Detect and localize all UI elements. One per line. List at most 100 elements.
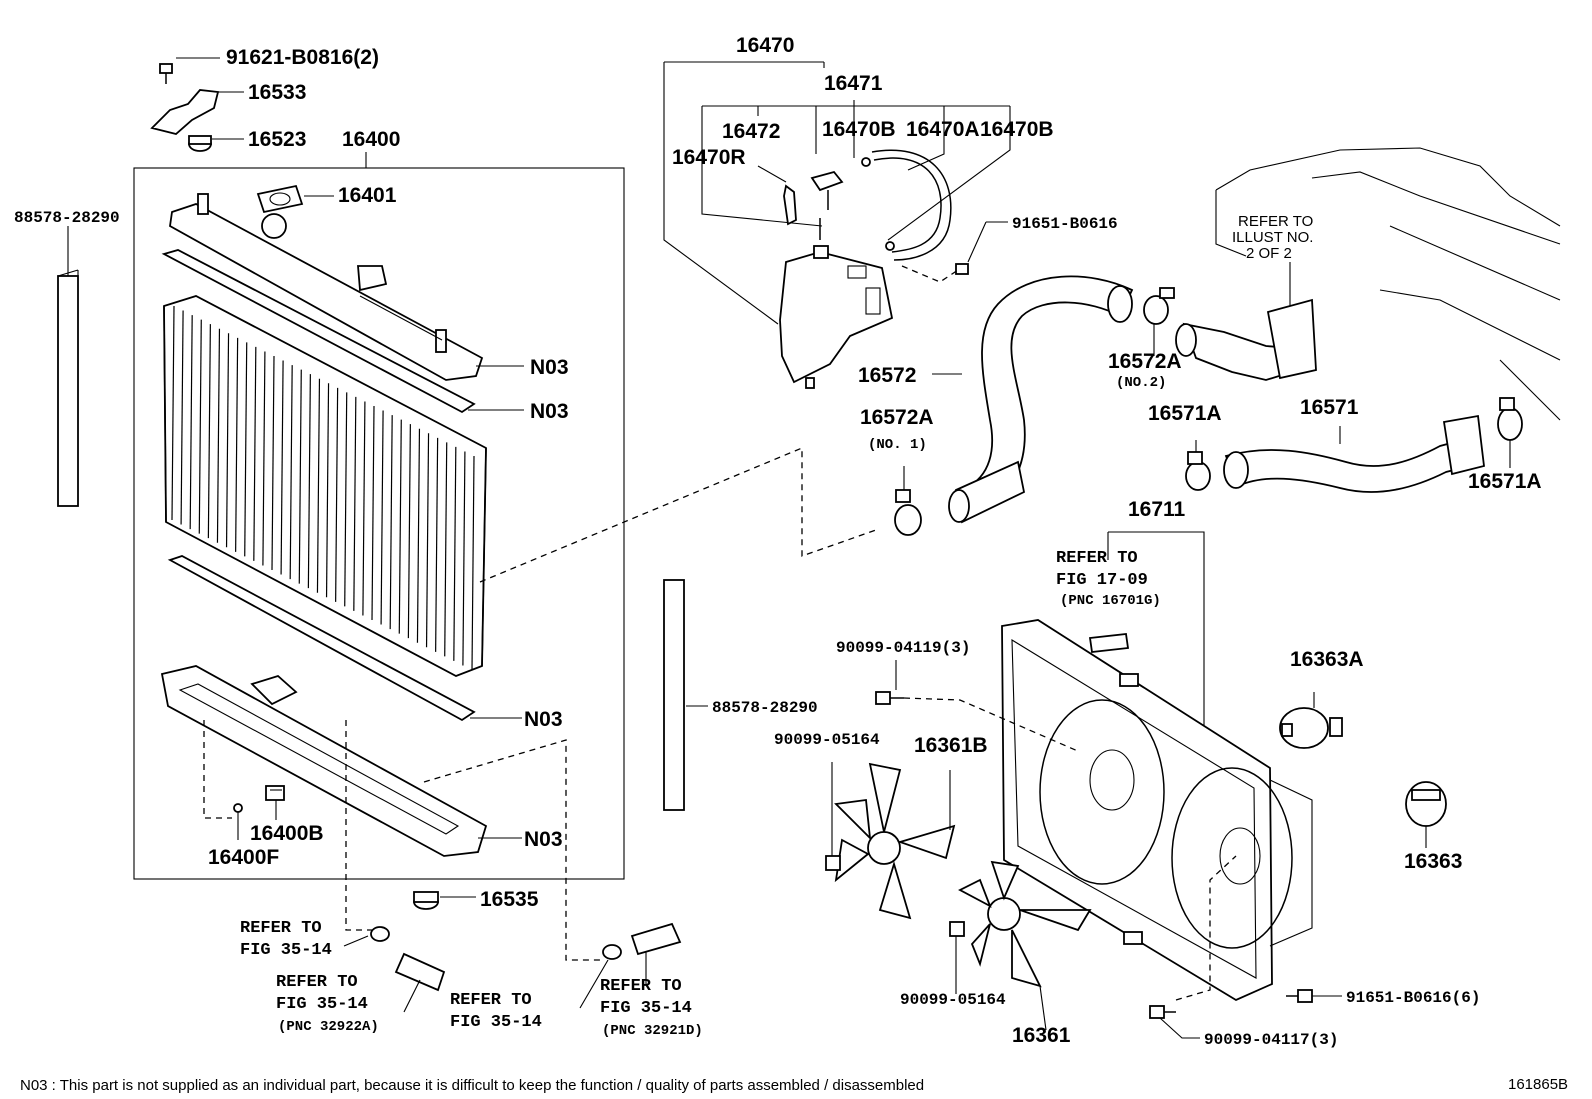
radiator-fin <box>453 446 457 661</box>
clip-16572A-no1 <box>894 489 922 536</box>
label-16535: 16535 <box>480 888 539 911</box>
cushion-16523 <box>188 135 212 152</box>
note-no2: (NO.2) <box>1116 375 1166 391</box>
label-16401: 16401 <box>338 184 397 207</box>
radiator-group-box <box>133 167 625 880</box>
radiator-fin <box>371 405 375 621</box>
lower-hose-left <box>394 952 446 992</box>
label-n03-3: N03 <box>524 708 563 731</box>
seal-strip-right <box>663 579 685 811</box>
lower-hose-right <box>630 922 682 956</box>
radiator-fin <box>235 337 239 552</box>
label-n03-2: N03 <box>530 400 569 423</box>
ref-fig1709-2: FIG 17-09 <box>1056 571 1148 590</box>
radiator-fin <box>262 351 266 566</box>
note-no1: (NO. 1) <box>868 437 927 453</box>
label-n03-1: N03 <box>530 356 569 379</box>
label-16472: 16472 <box>722 120 780 143</box>
radiator-fin <box>198 319 202 534</box>
label-88578-left: 88578-28290 <box>14 209 120 227</box>
fan-blade-16361 <box>958 860 1092 988</box>
seal-strip-left <box>57 275 79 507</box>
radiator-fin <box>425 433 430 648</box>
lower-hose-16571 <box>1224 436 1480 493</box>
radiator-fin <box>189 315 193 530</box>
bolt-91651-top <box>955 263 969 275</box>
label-90099-05164-top: 90099-05164 <box>774 731 880 749</box>
hose-16470A <box>873 157 942 253</box>
radiator-fin <box>380 410 384 625</box>
ref-illust-2: ILLUST NO. <box>1232 229 1313 246</box>
ref-fig3514b-1: REFER TO <box>276 973 358 992</box>
cap-gasket-16401 <box>256 184 304 214</box>
label-n03-4: N03 <box>524 828 563 851</box>
label-16571A-left: 16571A <box>1148 402 1222 425</box>
radiator-fin <box>398 419 402 634</box>
label-16523: 16523 <box>248 128 306 151</box>
hose-clip-lower-right <box>602 944 622 960</box>
radiator-fin <box>462 451 466 666</box>
label-90099-05164-bottom: 90099-05164 <box>900 991 1006 1009</box>
label-16571A-right: 16571A <box>1468 470 1542 493</box>
label-16470R: 16470R <box>672 146 746 169</box>
radiator-fin <box>225 333 230 548</box>
label-16711: 16711 <box>1128 498 1186 521</box>
fan-blade-16361B <box>834 762 956 920</box>
radiator-fin <box>407 424 411 639</box>
label-16572: 16572 <box>858 364 916 387</box>
upper-tank <box>169 203 484 381</box>
fan-motor-16363A <box>1279 707 1343 749</box>
ref-fig3514d-2: FIG 35-14 <box>600 999 692 1018</box>
label-16470B-a: 16470B <box>822 118 896 141</box>
radiator-fin <box>298 369 302 584</box>
label-16400: 16400 <box>342 128 400 151</box>
label-16363A: 16363A <box>1290 648 1364 671</box>
bolt-91621 <box>159 63 173 84</box>
radiator-fin <box>416 428 421 643</box>
radiator-fin <box>271 355 275 571</box>
ref-fig1709-1: REFER TO <box>1056 549 1138 568</box>
label-16471: 16471 <box>824 72 883 95</box>
radiator-fin <box>353 396 357 611</box>
label-91651-top: 91651-B0616 <box>1012 215 1118 233</box>
radiator-fin <box>325 383 330 598</box>
ref-fig1709-pnc: (PNC 16701G) <box>1060 593 1161 609</box>
radiator-fin <box>253 346 257 561</box>
ref-fig3514d-1: REFER TO <box>600 977 682 996</box>
radiator-fin <box>316 378 321 593</box>
radiator-fin <box>435 437 439 652</box>
radiator-fin <box>280 360 284 575</box>
bracket-16533 <box>150 89 220 135</box>
ref-fig3514b-pnc: (PNC 32922A) <box>278 1019 379 1035</box>
radiator-fin <box>307 374 311 589</box>
radiator-fin <box>389 415 393 630</box>
illustration-id: 161865B <box>1508 1076 1569 1093</box>
label-16571: 16571 <box>1300 396 1359 419</box>
oring-16400F <box>233 803 243 813</box>
radiator-core <box>163 295 487 677</box>
label-16400B: 16400B <box>250 822 324 845</box>
ref-fig3514c-1: REFER TO <box>450 991 532 1010</box>
fan-motor-16363 <box>1405 781 1447 827</box>
radiator-fin <box>289 365 293 580</box>
lower-gasket <box>167 555 476 722</box>
engine-outline <box>1215 147 1561 421</box>
reservoir-tank <box>779 251 894 384</box>
radiator-fin <box>471 455 475 671</box>
clip-16572A-no2 <box>1143 287 1175 325</box>
label-91651-6: 91651-B0616(6) <box>1346 989 1480 1007</box>
cushion-16535 <box>413 891 439 910</box>
ref-fig3514b-2: FIG 35-14 <box>276 995 368 1014</box>
label-90099-04119: 90099-04119(3) <box>836 639 970 657</box>
label-16470A: 16470A <box>906 118 980 141</box>
label-16363: 16363 <box>1404 850 1462 873</box>
radiator-fin <box>171 305 175 521</box>
label-88578-right: 88578-28290 <box>712 699 818 717</box>
radiator-fin <box>216 328 221 543</box>
fan-shroud-16711 <box>1001 619 1313 1002</box>
footnote-n03: N03 : This part is not supplied as an in… <box>20 1077 925 1094</box>
ref-fig3514c-2: FIG 35-14 <box>450 1013 542 1032</box>
label-16572A-no1: 16572A <box>860 406 934 429</box>
clip-16571A-left <box>1185 451 1211 491</box>
